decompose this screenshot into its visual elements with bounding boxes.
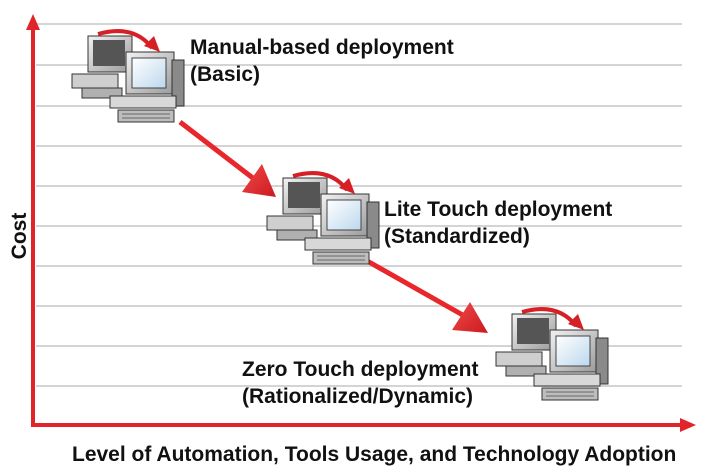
stage-2-label: Lite Touch deployment (Standardized) — [384, 196, 612, 250]
axes — [26, 14, 696, 432]
stage-arrow-1 — [178, 120, 276, 197]
stage-1-subtitle: (Basic) — [190, 63, 261, 86]
x-axis-label: Level of Automation, Tools Usage, and Te… — [72, 443, 677, 466]
stage-3-label: Zero Touch deployment (Rationalized/Dyna… — [242, 356, 478, 410]
y-axis-arrowhead — [26, 14, 40, 30]
y-axis-label: Cost — [8, 212, 31, 260]
stage-1-label: Manual-based deployment (Basic) — [190, 34, 454, 88]
computer-pair-icon — [70, 29, 186, 124]
stage-3-title: Zero Touch deployment — [242, 358, 479, 381]
stage-2-title: Lite Touch deployment — [384, 198, 613, 221]
x-axis-arrowhead — [680, 418, 696, 432]
stage-arrow-2 — [360, 255, 488, 333]
stage-1-title: Manual-based deployment — [190, 36, 454, 59]
stage-3-subtitle: (Rationalized/Dynamic) — [242, 385, 474, 408]
stage-2-subtitle: (Standardized) — [384, 225, 530, 248]
